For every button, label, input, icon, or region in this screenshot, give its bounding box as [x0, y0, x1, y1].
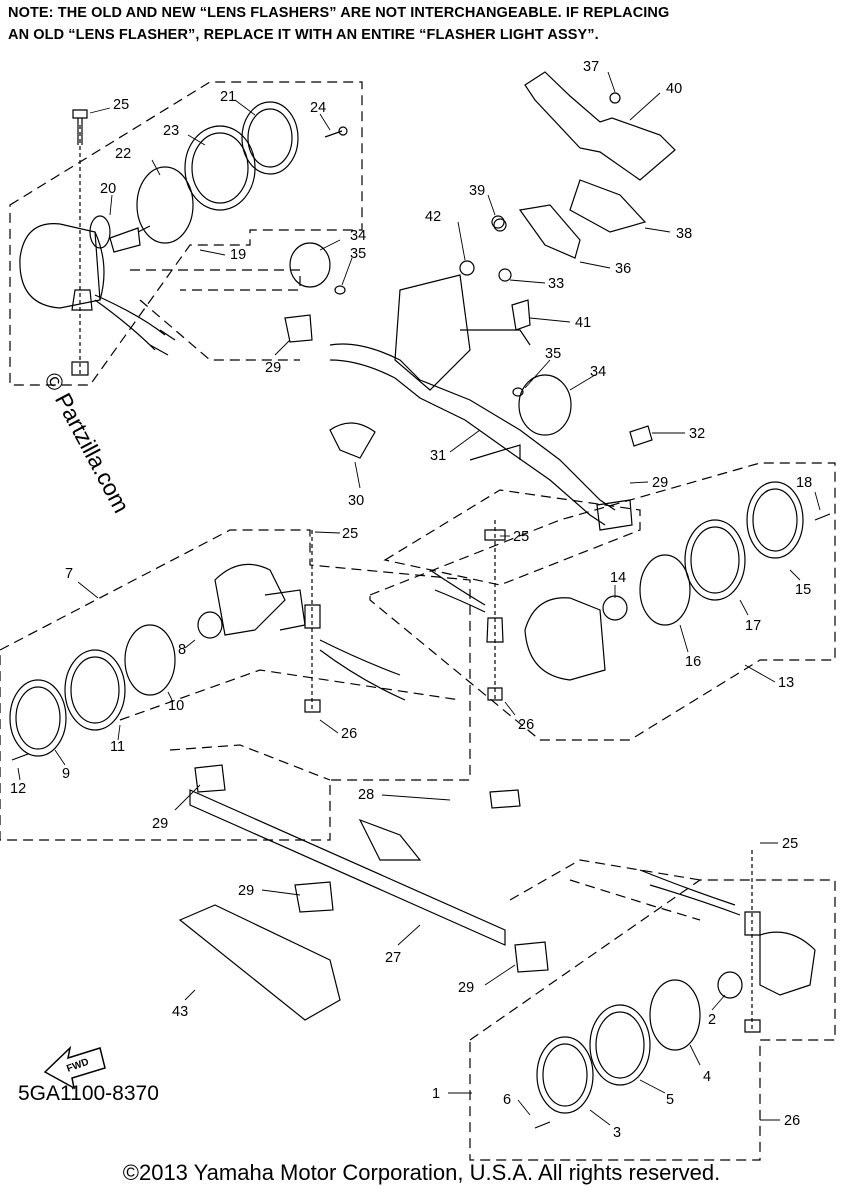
callout-34: 34	[590, 364, 606, 380]
callout-26: 26	[518, 717, 534, 733]
callout-39: 39	[469, 183, 485, 199]
note-text: NOTE: THE OLD AND NEW “LENS FLASHERS” AR…	[8, 2, 838, 46]
bracket-group-upper	[284, 71, 676, 531]
note-line-1: NOTE: THE OLD AND NEW “LENS FLASHERS” AR…	[8, 5, 670, 21]
callout-11: 11	[110, 739, 125, 755]
callout-34: 34	[350, 228, 366, 244]
callout-19: 19	[230, 247, 246, 263]
callout-30: 30	[348, 493, 364, 509]
callout-25: 25	[113, 97, 129, 113]
copyright-notice: ©2013 Yamaha Motor Corporation, U.S.A. A…	[122, 1160, 721, 1185]
callout-3: 3	[613, 1125, 621, 1141]
callout-43: 43	[172, 1004, 188, 1020]
callout-24: 24	[310, 100, 326, 116]
callout-22: 22	[115, 146, 131, 162]
callout-9: 9	[62, 766, 70, 782]
callout-37: 37	[583, 59, 599, 75]
callout-25: 25	[342, 526, 358, 542]
callout-38: 38	[676, 226, 692, 242]
drawing-code: 5GA1100-8370	[18, 1082, 159, 1105]
flasher-assembly-rear-left	[0, 529, 471, 841]
callout-5: 5	[666, 1092, 674, 1108]
callout-25: 25	[782, 836, 798, 852]
callout-29: 29	[458, 980, 474, 996]
flasher-assembly-rear-right	[178, 764, 836, 1161]
callout-31: 31	[430, 448, 446, 464]
callout-15: 15	[795, 582, 811, 598]
callout-29: 29	[238, 883, 254, 899]
flasher-assembly-front-right	[369, 462, 836, 741]
callout-29: 29	[652, 475, 668, 491]
callout-17: 17	[745, 618, 761, 634]
callout-12: 12	[10, 781, 26, 797]
callout-20: 20	[100, 181, 116, 197]
callout-1: 1	[432, 1086, 440, 1102]
callout-41: 41	[575, 315, 591, 331]
callout-36: 36	[615, 261, 631, 277]
callout-26: 26	[341, 726, 357, 742]
callout-14: 14	[610, 570, 626, 586]
fwd-arrow-icon	[43, 1045, 106, 1090]
callout-33: 33	[548, 276, 564, 292]
callout-23: 23	[163, 123, 179, 139]
callout-35: 35	[545, 346, 561, 362]
callout-26: 26	[784, 1113, 800, 1129]
callout-32: 32	[689, 426, 705, 442]
flasher-assembly-front-left	[9, 81, 363, 386]
callout-27: 27	[385, 950, 401, 966]
fwd-label: FWD	[65, 1057, 90, 1075]
callout-29: 29	[265, 360, 281, 376]
callout-labels: 25 21 24 23 22 20 19 37 40 39 42 38 34 3…	[10, 59, 812, 1141]
callout-2: 2	[708, 1012, 716, 1028]
callout-28: 28	[358, 787, 374, 803]
leader-lines	[17, 71, 821, 1126]
callout-25: 25	[513, 529, 529, 545]
callout-16: 16	[685, 654, 701, 670]
note-line-2: AN OLD “LENS FLASHER”, REPLACE IT WITH A…	[8, 27, 599, 43]
callout-4: 4	[703, 1069, 711, 1085]
callout-21: 21	[220, 89, 236, 105]
callout-18: 18	[796, 475, 812, 491]
callout-13: 13	[778, 675, 794, 691]
callout-10: 10	[168, 698, 184, 714]
callout-40: 40	[666, 81, 682, 97]
callout-8: 8	[178, 642, 186, 658]
callout-35: 35	[350, 246, 366, 262]
callout-42: 42	[425, 209, 441, 225]
callout-6: 6	[503, 1092, 511, 1108]
callout-29: 29	[152, 816, 168, 832]
callout-7: 7	[65, 566, 73, 582]
